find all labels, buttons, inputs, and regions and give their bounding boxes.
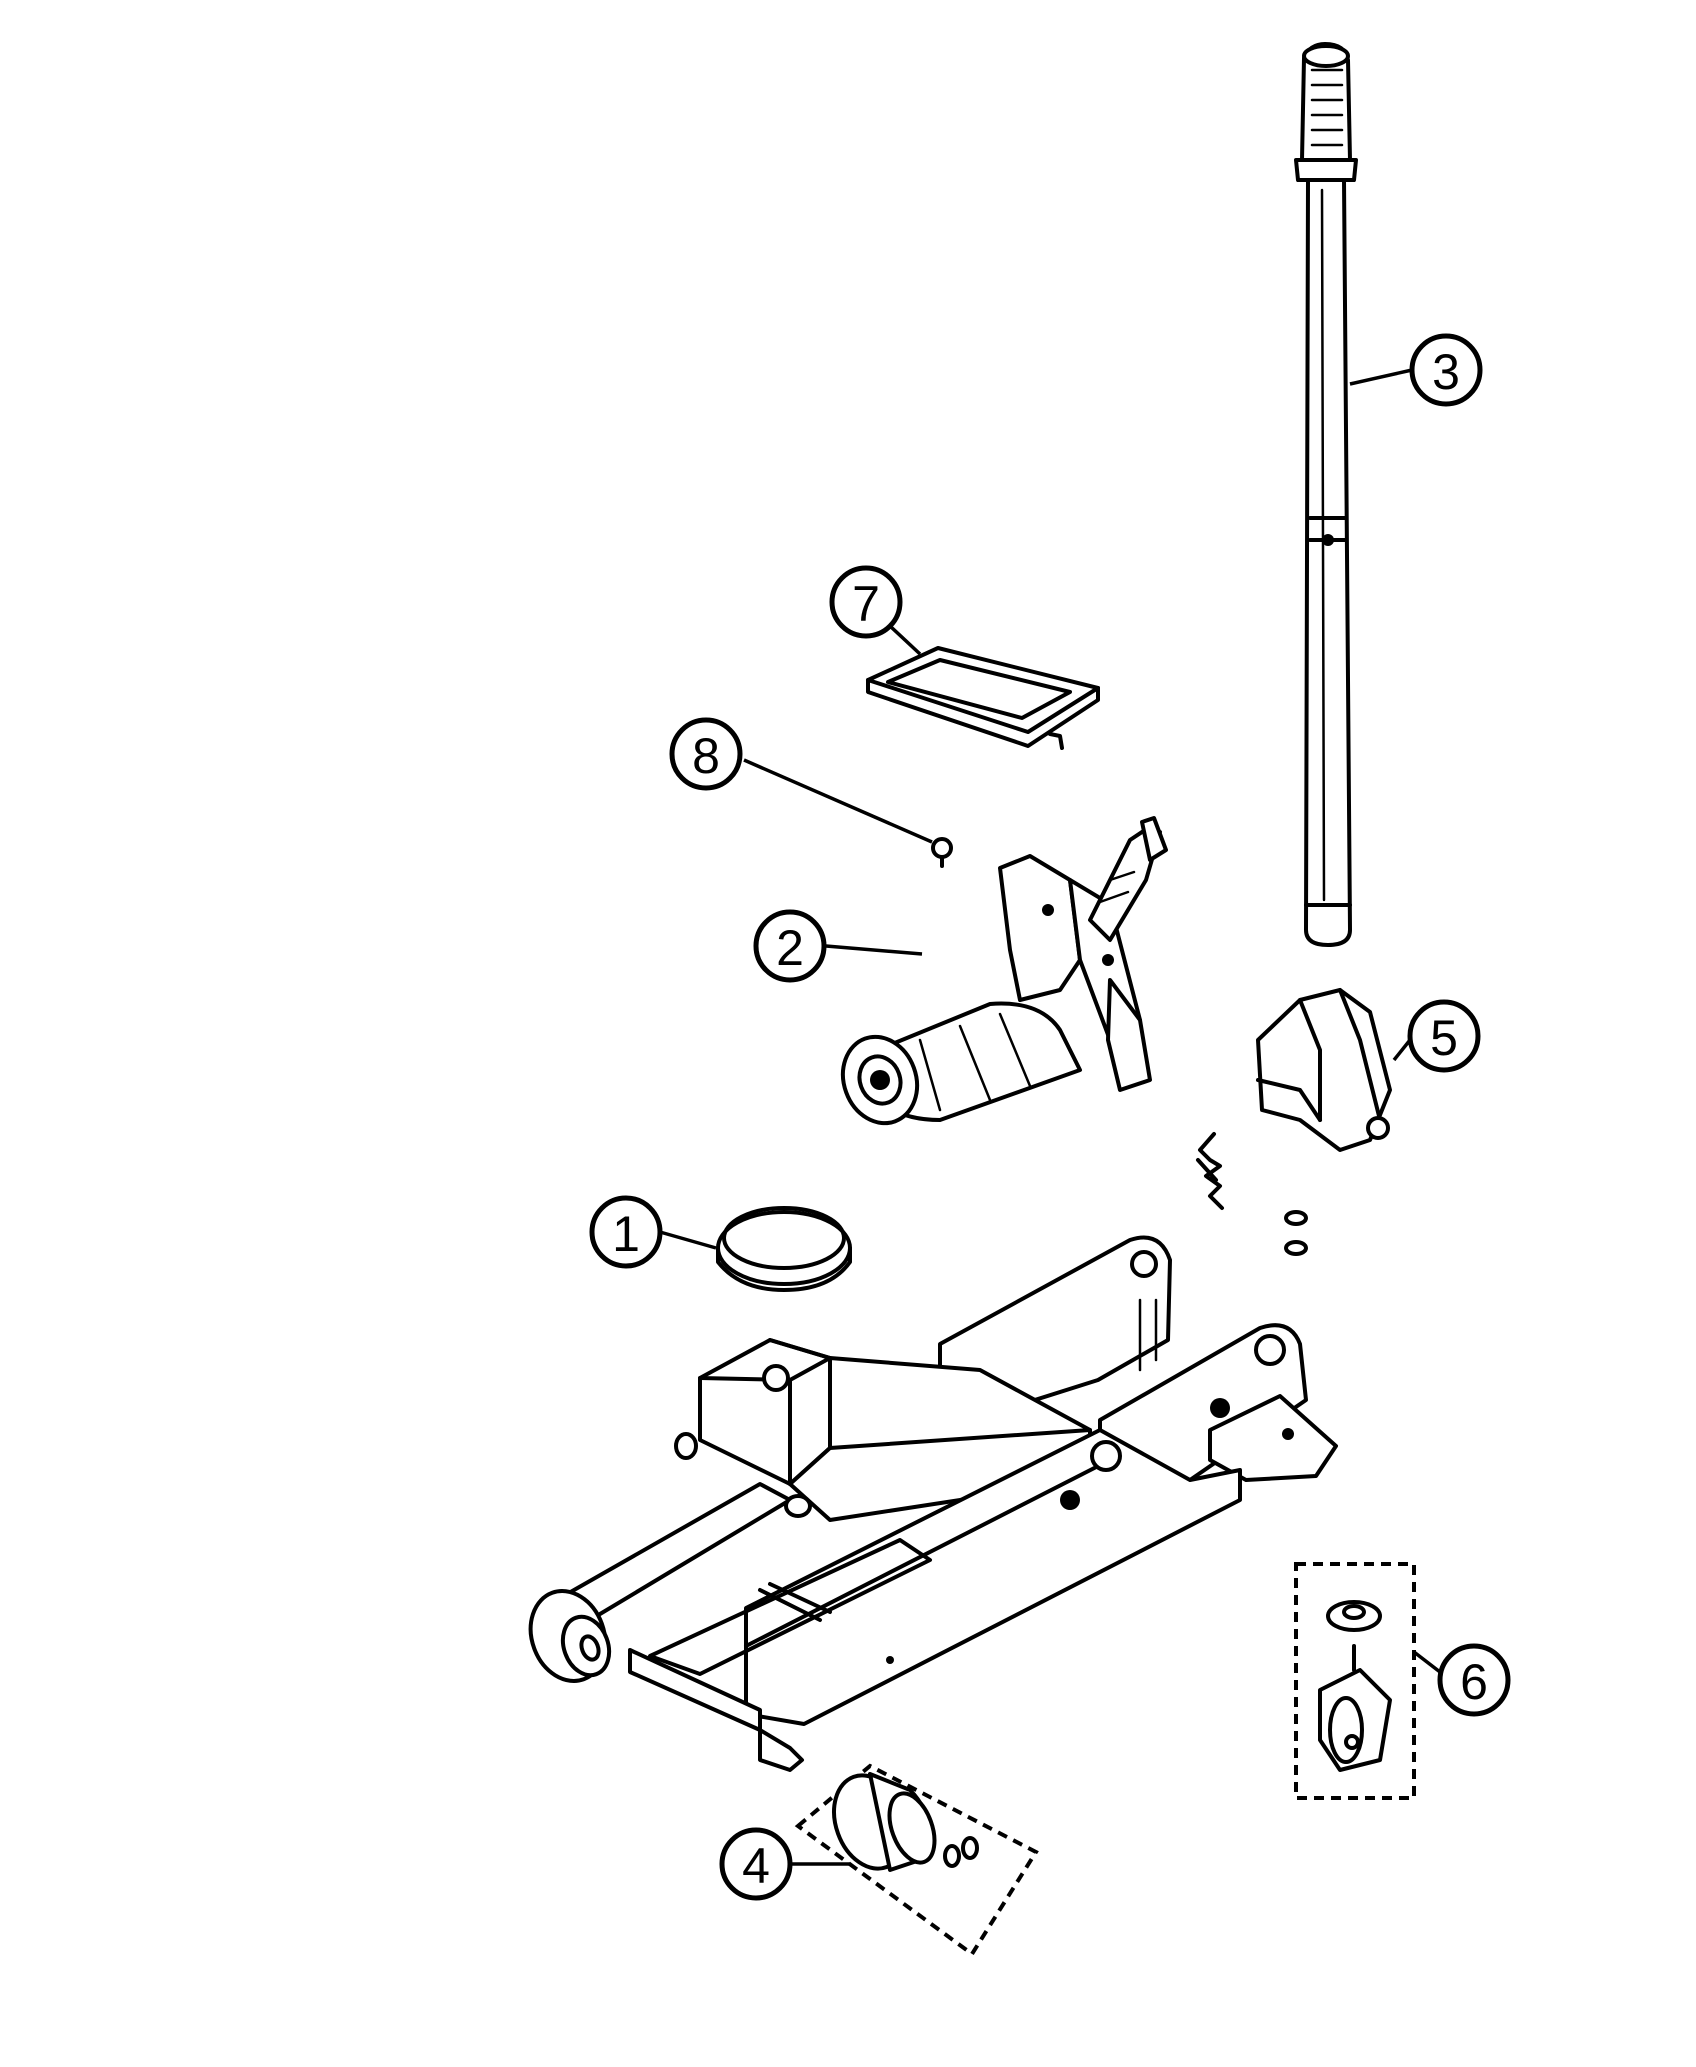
callout-4: 4 (719, 1827, 850, 1901)
jack-handle (1294, 42, 1358, 947)
callout-3: 3 (1349, 333, 1483, 407)
bushings (1284, 1210, 1308, 1256)
front-wheel-kit (794, 1763, 1039, 1957)
spring (1196, 1132, 1224, 1210)
svg-text:7: 7 (852, 576, 880, 632)
callout-2: 2 (753, 909, 923, 983)
svg-text:5: 5 (1430, 1010, 1458, 1066)
hydraulic-pump (840, 816, 1168, 1126)
saddle-pad (866, 646, 1100, 750)
rear-caster-kit (1294, 1562, 1416, 1800)
svg-text:2: 2 (776, 920, 804, 976)
svg-text:3: 3 (1432, 344, 1460, 400)
svg-text:8: 8 (692, 728, 720, 784)
callout-8: 8 (669, 717, 933, 844)
svg-text:6: 6 (1460, 1654, 1488, 1710)
svg-text:1: 1 (612, 1206, 640, 1262)
callout-1: 1 (589, 1195, 717, 1269)
svg-text:4: 4 (742, 1838, 770, 1894)
seal-ring (716, 1206, 852, 1292)
lift-saddle (1256, 988, 1392, 1152)
callout-5: 5 (1392, 999, 1481, 1073)
jack-frame (528, 1235, 1338, 1772)
screw (931, 837, 953, 868)
callout-7: 7 (829, 565, 922, 656)
callout-6: 6 (1412, 1643, 1511, 1717)
